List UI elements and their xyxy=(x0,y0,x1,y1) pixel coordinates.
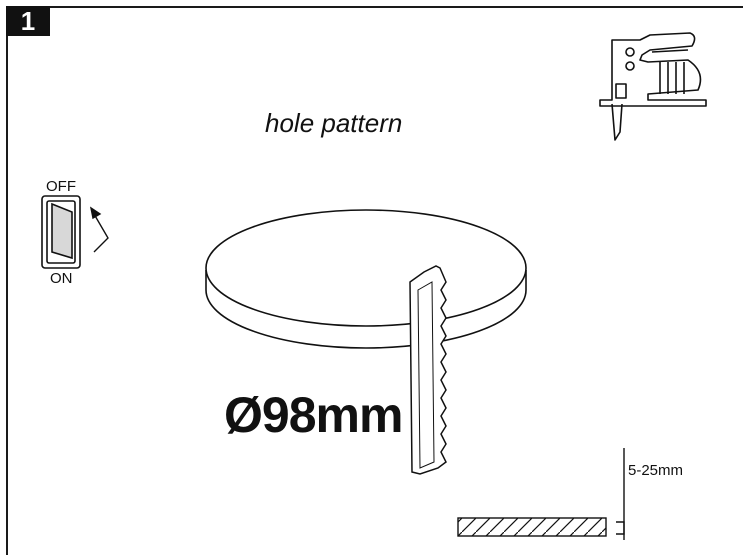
saw-blade-icon xyxy=(409,265,447,475)
switch-arrow-icon xyxy=(89,206,109,253)
jigsaw-icon xyxy=(599,32,707,141)
workpiece-icon xyxy=(457,517,607,537)
page-title: hole pattern xyxy=(265,108,403,138)
rocker-switch-icon xyxy=(41,195,81,269)
switch-on-label: ON xyxy=(50,270,73,287)
diameter-label: Ø98mm xyxy=(224,387,403,443)
depth-gauge xyxy=(616,448,625,540)
cut-depth-label: 5-25mm xyxy=(628,462,684,479)
disc-cutout-icon xyxy=(205,209,527,349)
step-number-badge: 1 xyxy=(6,6,50,36)
switch-off-label: OFF xyxy=(46,178,76,195)
panel-frame xyxy=(6,6,743,555)
